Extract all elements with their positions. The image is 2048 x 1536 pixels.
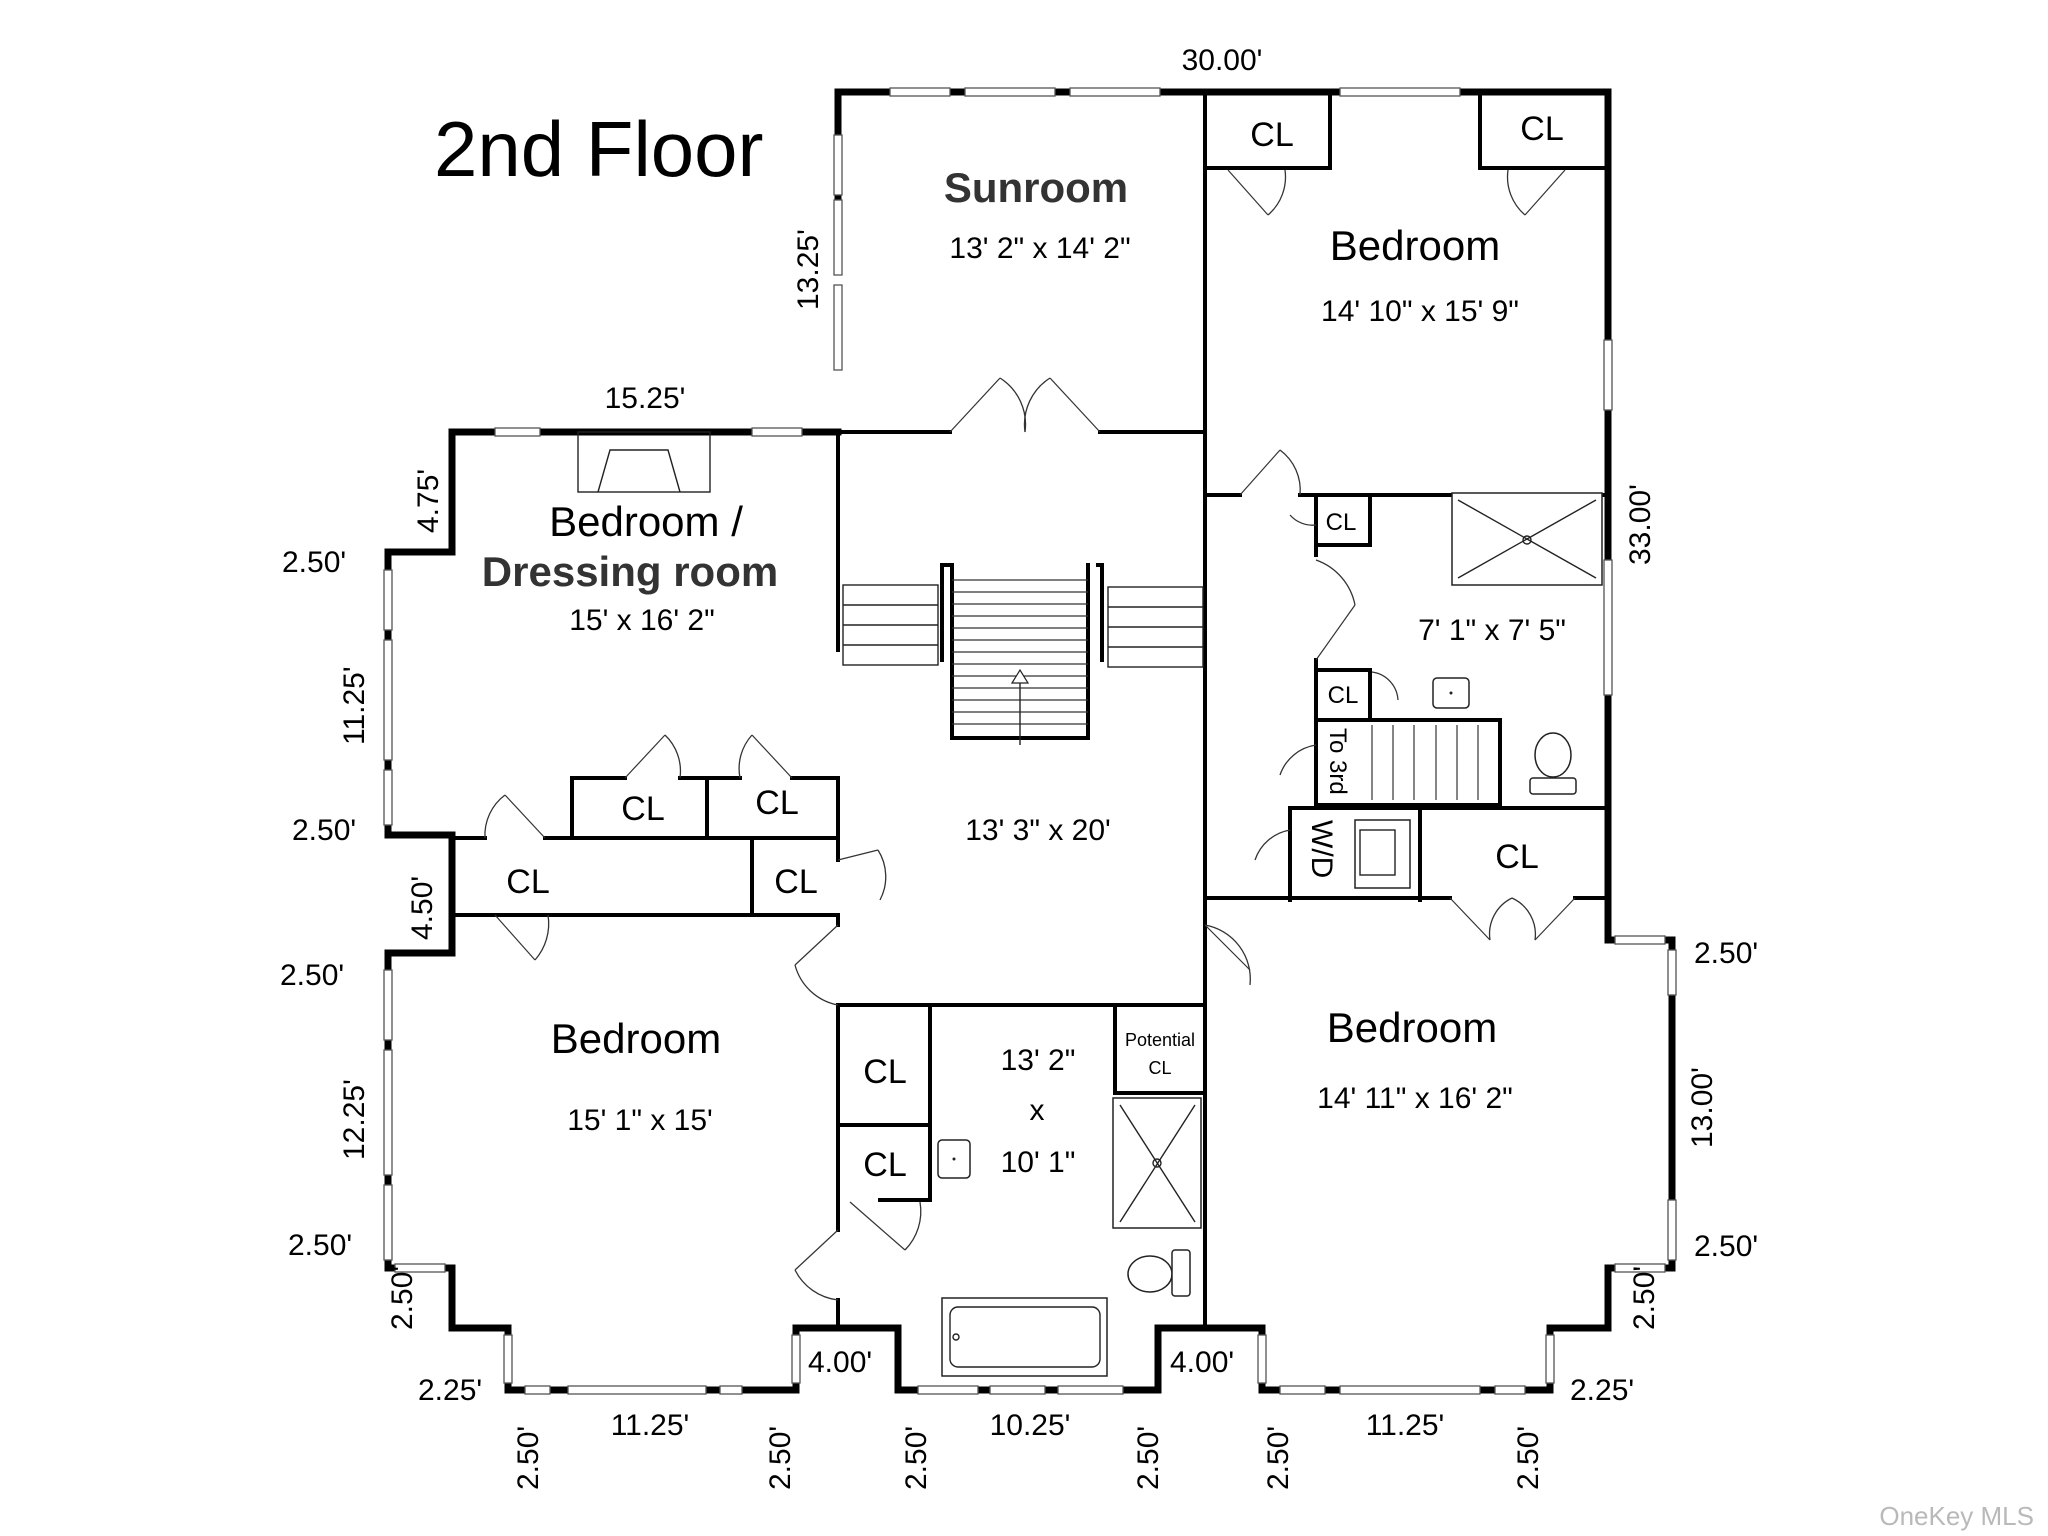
washer-dryer-label: W/D [1305,820,1338,878]
toilet-center-icon [1127,1249,1191,1297]
doors [484,169,1576,1301]
sink-center-icon [937,1139,971,1179]
stair-up-arrow-icon [1010,668,1030,684]
dim-bottom-se-left: 2.50' [1262,1426,1295,1490]
closet-label: CL [1520,110,1563,148]
dim-bottom-sw-left: 2.50' [512,1426,545,1490]
dim-se-corner-vert: 2.50' [1628,1266,1661,1330]
dim-bottom-sw-mid: 11.25' [611,1409,690,1442]
closet-label: CL [1495,838,1538,876]
room-size-bath-ne: 7' 1" x 7' 5" [1418,614,1566,647]
room-name-bedroom-sw: Bedroom [551,1015,721,1062]
room-size-bath-center-3: 10' 1" [1001,1146,1076,1179]
shower-center-icon [1112,1097,1202,1229]
bathtub-icon [941,1297,1108,1377]
dim-left-wing-top: 15.25' [605,382,686,415]
dim-se-bay-bottom: 2.50' [1694,1230,1758,1263]
room-name-bedroom-ne: Bedroom [1330,222,1500,269]
mls-watermark: OneKey MLS [1879,1501,2034,1531]
fireplace-icon [577,431,711,493]
potential-closet-label-1: Potential [1125,1030,1195,1050]
room-name-bedroom-se: Bedroom [1327,1004,1497,1051]
potential-closet-label-2: CL [1148,1058,1171,1078]
dim-bottom-se-right: 2.50' [1512,1426,1545,1490]
room-size-bedroom-ne: 14' 10" x 15' 9" [1321,295,1519,328]
room-size-bath-center-1: 13' 2" [1001,1044,1076,1077]
dim-se-bay-top: 2.50' [1694,937,1758,970]
dim-sw-bay-bottom: 2.50' [288,1229,352,1262]
dim-sw-corner-vert: 2.50' [386,1266,419,1330]
room-size-bedroom-sw: 15' 1" x 15' [567,1104,713,1137]
sink-ne-icon [1432,677,1470,709]
dim-right-height: 33.00' [1624,484,1657,565]
dim-left-jog-lower: 4.50' [406,876,439,940]
room-size-bedroom-se: 14' 11" x 16' 2" [1317,1082,1513,1115]
closet-label: CL [755,784,798,822]
dim-sw-wall: 12.25' [338,1079,371,1160]
to-third-floor-label: To 3rd [1324,728,1351,795]
room-size-bath-center-2: x [1030,1094,1045,1127]
shower-ne-icon [1451,492,1603,586]
toilet-ne-icon [1529,732,1577,795]
closet-label: CL [1250,116,1293,154]
dim-left-wall-upper: 11.25' [338,666,371,745]
dim-se-corner-horiz: 2.25' [1570,1374,1634,1407]
dim-left-bay-top: 2.50' [282,546,346,579]
closet-label: CL [621,790,664,828]
third-floor-stair [1371,725,1479,800]
dim-bottom-sw-right: 2.50' [764,1426,797,1490]
dim-sunroom-side: 13.25' [792,229,825,310]
dim-bottom-center-left: 2.50' [900,1426,933,1490]
closet-label: CL [1328,682,1359,709]
dim-bottom-center-mid: 10.25' [990,1409,1071,1442]
dim-left-bay-bottom: 2.50' [292,814,356,847]
closet-label: CL [863,1146,906,1184]
room-name-bedroom-dressing-1: Bedroom / [549,498,743,545]
closet-label: CL [774,863,817,901]
dim-sw-bay-top: 2.50' [280,959,344,992]
washer-dryer-icon [1354,819,1411,889]
floor-title: 2nd Floor [434,105,764,193]
closet-label: CL [506,863,549,901]
dimension-labels: 30.00' 13.25' 15.25' 4.75' 2.50' 11.25' … [280,44,1758,1490]
closet-label: CL [1326,509,1357,536]
dim-sw-corner-horiz: 2.25' [418,1374,482,1407]
exterior-walls [384,88,1676,1394]
dim-se-wall: 13.00' [1686,1067,1719,1148]
room-size-hall: 13' 3" x 20' [965,814,1111,847]
room-size-sunroom: 13' 2" x 14' 2" [949,232,1130,265]
dim-bottom-se-mid: 11.25' [1366,1409,1445,1442]
room-size-bedroom-dressing: 15' x 16' 2" [569,604,715,637]
dim-center-jog-left: 4.00' [808,1346,872,1379]
dim-left-jog-upper: 4.75' [412,469,445,533]
room-name-sunroom: Sunroom [944,164,1128,211]
closet-label: CL [863,1053,906,1091]
dim-top-width: 30.00' [1182,44,1263,77]
windows [383,87,1677,1395]
dim-center-jog-right: 4.00' [1170,1346,1234,1379]
main-staircase [842,563,1204,745]
room-name-bedroom-dressing-2: Dressing room [482,548,778,595]
dim-bottom-center-right: 2.50' [1132,1426,1165,1490]
interior-walls [450,90,1610,1330]
